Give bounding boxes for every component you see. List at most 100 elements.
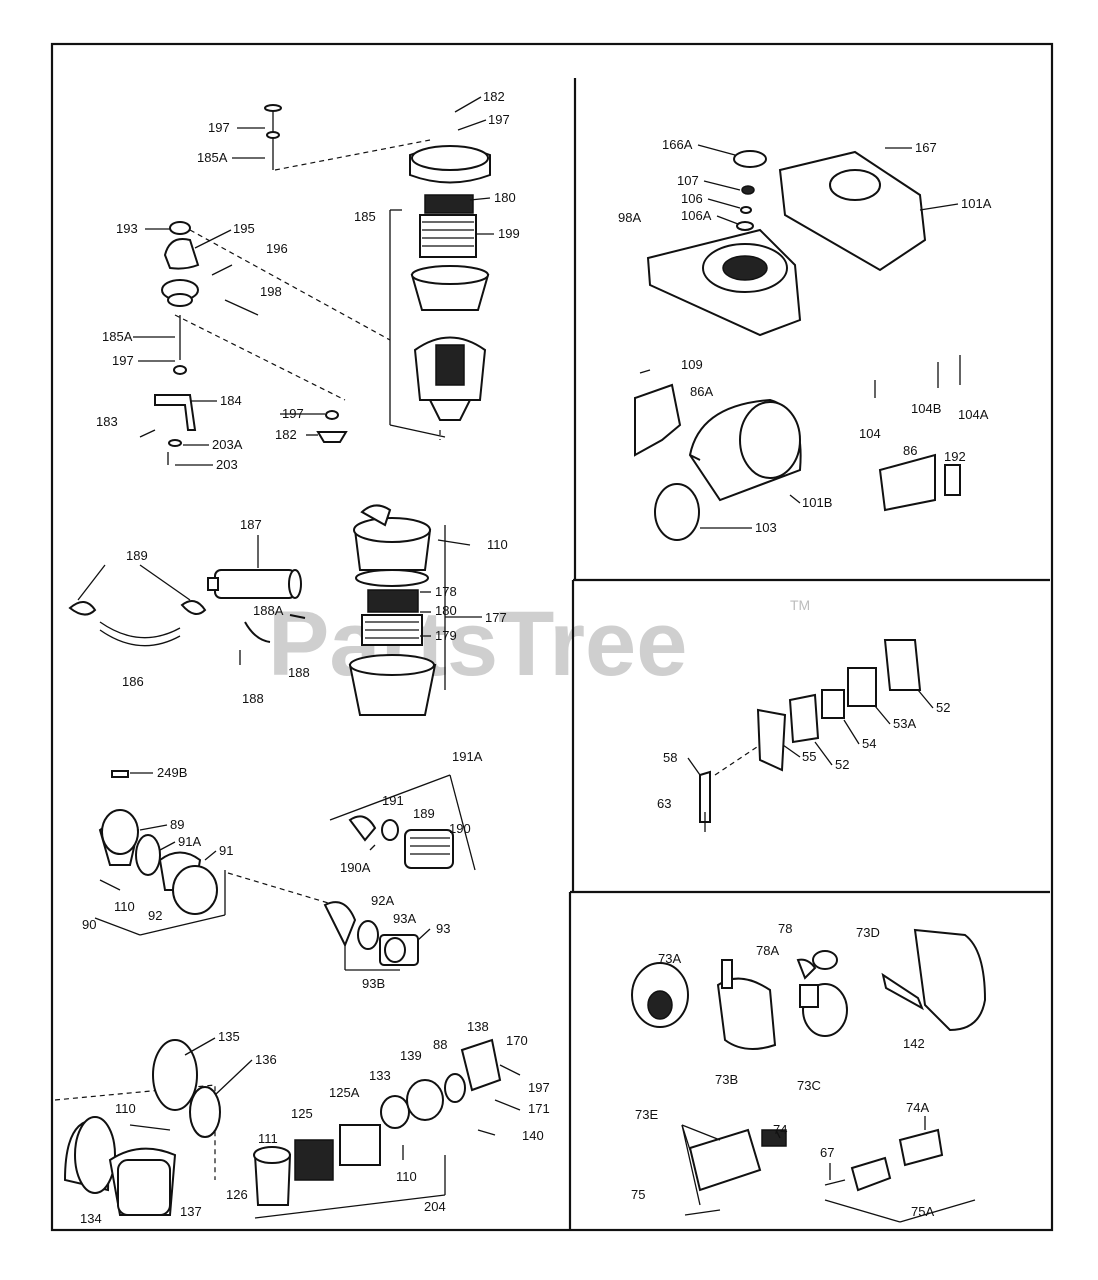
part-label-55: 55 <box>802 749 816 764</box>
part-label-93a: 93A <box>393 911 416 926</box>
part-label-197: 197 <box>208 120 230 135</box>
part-label-177: 177 <box>485 610 507 625</box>
part-label-140: 140 <box>522 1128 544 1143</box>
part-label-75: 75 <box>631 1187 645 1202</box>
part-label-110: 110 <box>396 1169 417 1184</box>
part-label-90: 90 <box>82 917 96 932</box>
part-label-111: 111 <box>258 1131 278 1146</box>
muffler-73-group <box>631 928 987 1223</box>
part-label-185a: 185A <box>197 150 228 165</box>
air-cleaner-90-group <box>94 770 336 936</box>
part-label-93b: 93B <box>362 976 385 991</box>
part-label-189: 189 <box>413 806 435 821</box>
part-label-58: 58 <box>663 750 677 765</box>
part-label-190a: 190A <box>340 860 371 875</box>
part-label-73d: 73D <box>856 925 880 940</box>
part-label-204: 204 <box>424 1199 446 1214</box>
part-label-73c: 73C <box>797 1078 821 1093</box>
part-label-107: 107 <box>677 173 699 188</box>
part-label-92a: 92A <box>371 893 394 908</box>
part-label-125: 125 <box>291 1106 313 1121</box>
part-label-86: 86 <box>903 443 917 458</box>
part-label-74a: 74A <box>906 1100 929 1115</box>
air-cleaner-185-group <box>264 104 491 440</box>
part-label-52: 52 <box>835 757 849 772</box>
part-label-125a: 125A <box>329 1085 360 1100</box>
part-label-192: 192 <box>944 449 966 464</box>
part-label-106: 106 <box>681 191 703 206</box>
watermark: PartsTree <box>268 593 687 695</box>
part-label-185: 185 <box>354 209 376 224</box>
part-label-198: 198 <box>260 284 282 299</box>
part-label-75a: 75A <box>911 1204 934 1219</box>
part-label-203a: 203A <box>212 437 243 452</box>
part-label-188: 188 <box>242 691 264 706</box>
part-label-91a: 91A <box>178 834 201 849</box>
part-label-193: 193 <box>116 221 138 236</box>
part-label-185a: 185A <box>102 329 133 344</box>
part-label-74: 74 <box>773 1122 787 1137</box>
part-label-103: 103 <box>755 520 777 535</box>
part-label-63: 63 <box>657 796 671 811</box>
part-label-92: 92 <box>148 908 162 923</box>
part-label-188a: 188A <box>253 603 284 618</box>
part-label-196: 196 <box>266 241 288 256</box>
elbow-195-group <box>139 221 391 465</box>
part-label-67: 67 <box>820 1145 834 1160</box>
muffler-204-group <box>253 1038 521 1219</box>
part-label-78a: 78A <box>756 943 779 958</box>
part-label-137: 137 <box>180 1204 202 1219</box>
muffler-187-group <box>68 564 306 665</box>
part-label-101b: 101B <box>802 495 832 510</box>
part-label-73a: 73A <box>658 951 681 966</box>
part-label-104: 104 <box>859 426 881 441</box>
part-label-179: 179 <box>435 628 457 643</box>
part-label-89: 89 <box>170 817 184 832</box>
part-label-88: 88 <box>433 1037 447 1052</box>
part-label-93: 93 <box>436 921 450 936</box>
breather-group <box>699 639 922 832</box>
part-label-91: 91 <box>219 843 233 858</box>
part-label-180: 180 <box>435 603 457 618</box>
part-label-110: 110 <box>115 1101 136 1116</box>
part-label-136: 136 <box>255 1052 277 1067</box>
part-label-138: 138 <box>467 1019 489 1034</box>
part-label-110: 110 <box>487 537 508 552</box>
part-label-187: 187 <box>240 517 262 532</box>
part-label-53a: 53A <box>893 716 916 731</box>
part-label-188: 188 <box>288 665 310 680</box>
blower-housing-group <box>634 150 961 541</box>
part-label-197: 197 <box>528 1080 550 1095</box>
part-label-167: 167 <box>915 140 937 155</box>
part-label-78: 78 <box>778 921 792 936</box>
part-label-135: 135 <box>218 1029 240 1044</box>
part-label-191a: 191A <box>452 749 483 764</box>
part-label-184: 184 <box>220 393 242 408</box>
air-cleaner-137-group <box>54 1039 221 1216</box>
part-label-133: 133 <box>369 1068 391 1083</box>
part-label-106a: 106A <box>681 208 712 223</box>
part-label-191: 191 <box>382 793 404 808</box>
part-label-126: 126 <box>226 1187 248 1202</box>
watermark-trademark: TM <box>790 597 810 613</box>
part-label-86a: 86A <box>690 384 713 399</box>
part-label-110: 110 <box>114 899 135 914</box>
air-cleaner-177-group <box>348 504 471 716</box>
part-label-73e: 73E <box>635 1107 658 1122</box>
part-label-54: 54 <box>862 736 876 751</box>
leader-lines <box>130 96 959 1206</box>
cleaner-93b-group <box>323 901 419 971</box>
part-label-197: 197 <box>488 112 510 127</box>
part-label-195: 195 <box>233 221 255 236</box>
part-label-170: 170 <box>506 1033 528 1048</box>
part-label-171: 171 <box>528 1101 550 1116</box>
part-label-52: 52 <box>936 700 950 715</box>
part-label-98a: 98A <box>618 210 641 225</box>
part-label-183: 183 <box>96 414 118 429</box>
part-label-104b: 104B <box>911 401 941 416</box>
part-label-73b: 73B <box>715 1072 738 1087</box>
part-label-139: 139 <box>400 1048 422 1063</box>
part-label-199: 199 <box>498 226 520 241</box>
part-label-142: 142 <box>903 1036 925 1051</box>
